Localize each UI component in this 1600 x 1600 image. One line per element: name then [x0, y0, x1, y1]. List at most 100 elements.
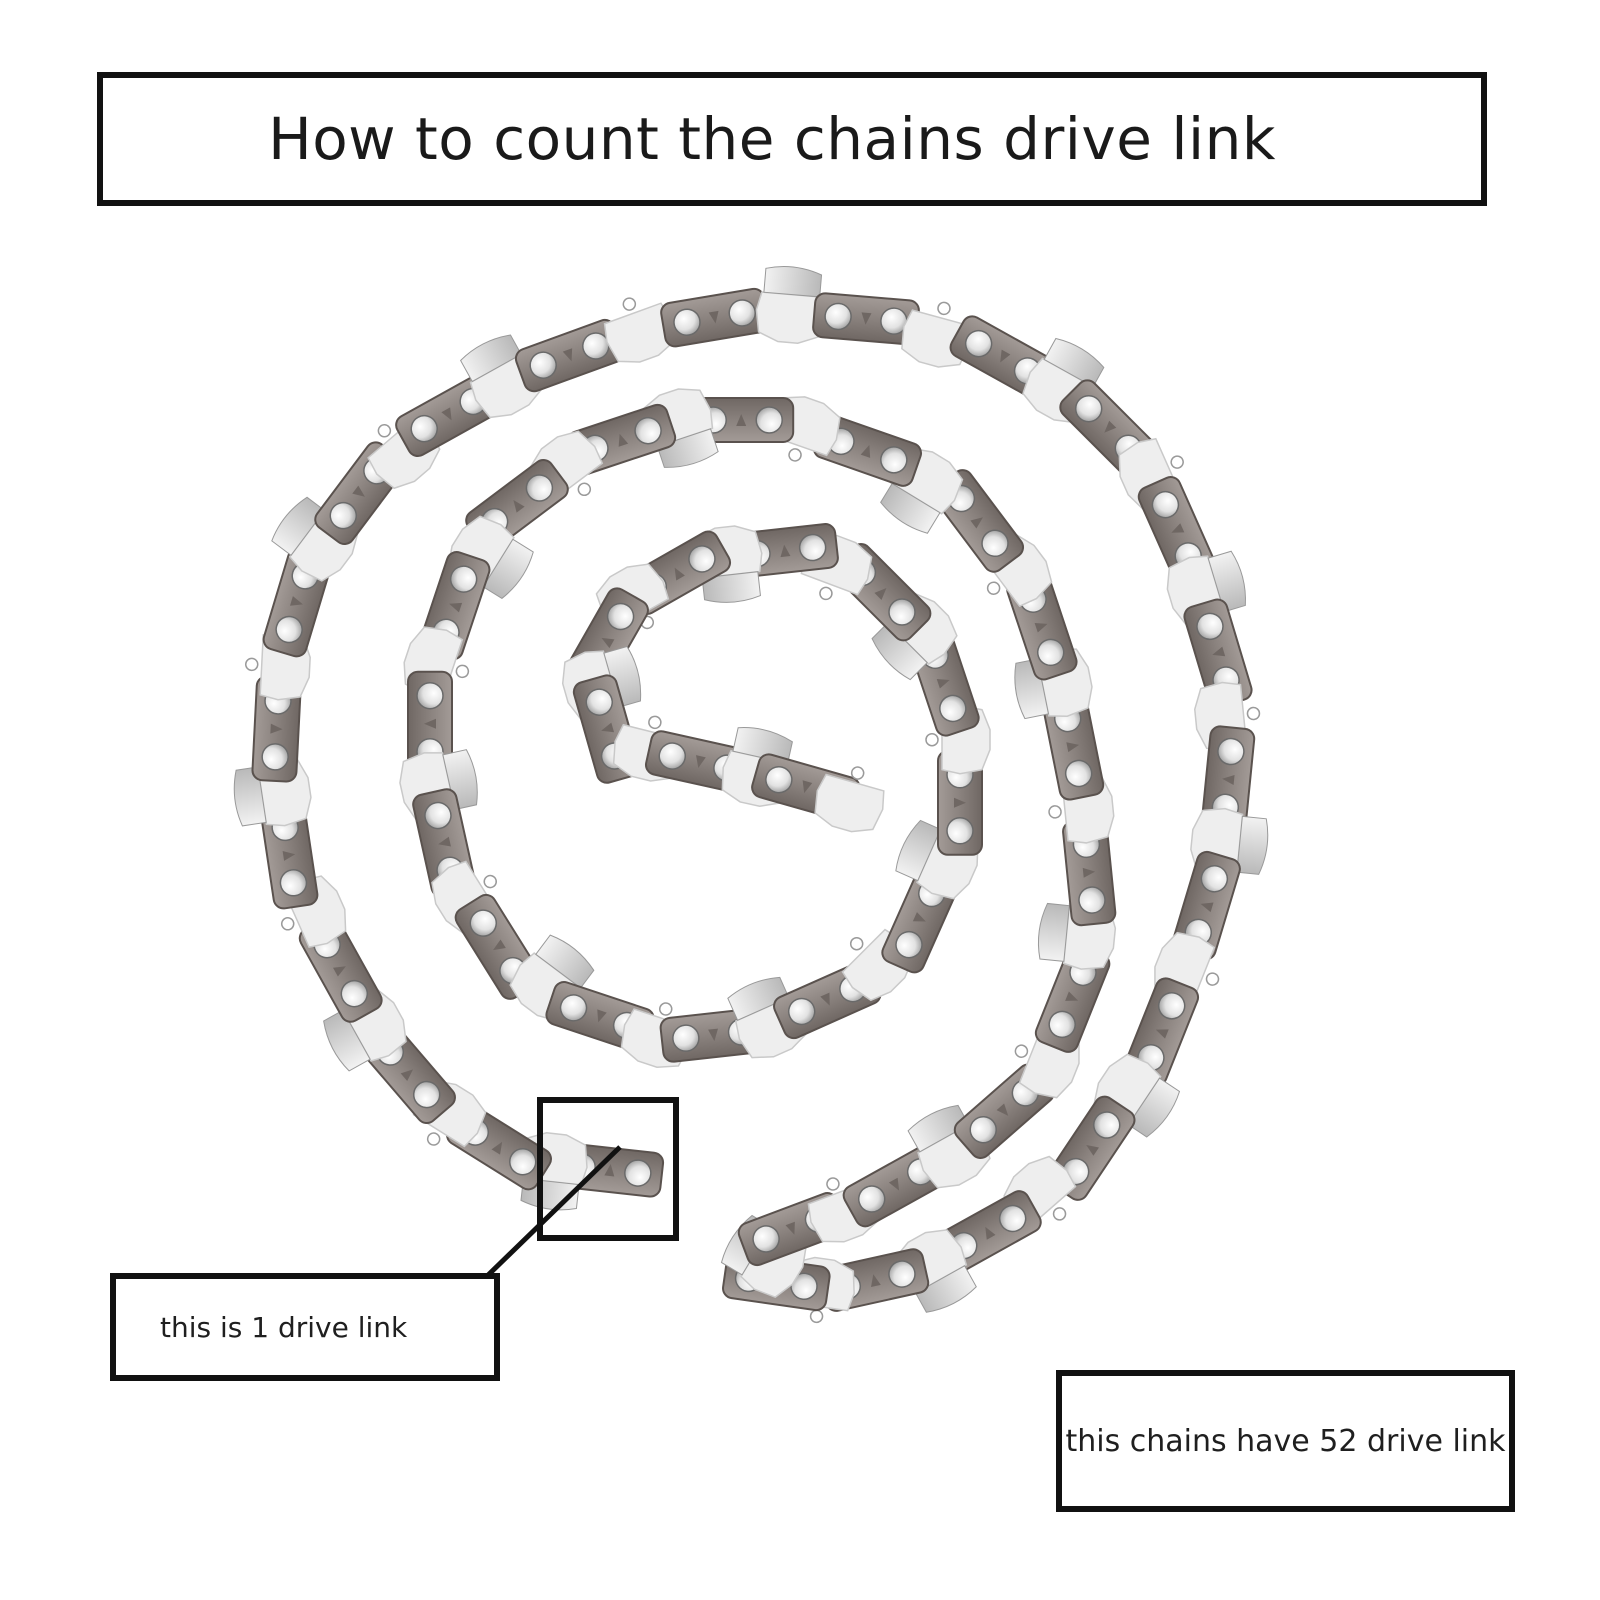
plate-mark — [1212, 646, 1226, 657]
plate-mark — [785, 1221, 795, 1235]
page-title: How to count the chains drive link — [268, 105, 1276, 173]
strap-hole — [622, 297, 637, 311]
strap-hole — [788, 448, 802, 462]
rivet — [672, 1024, 700, 1052]
plate-mark — [1171, 523, 1185, 533]
side-plate-link — [812, 292, 920, 346]
cutter-tooth — [482, 538, 534, 600]
plate-mark — [996, 1103, 1009, 1116]
strap-hole — [483, 874, 497, 889]
cutter-tooth — [732, 727, 793, 764]
strap-hole — [986, 581, 1001, 595]
plate-mark — [736, 414, 747, 426]
rivet — [981, 529, 1009, 558]
side-plate-link — [1062, 818, 1117, 927]
plate-mark — [601, 722, 615, 733]
total-links-label: this chains have 52 drive link — [1065, 1423, 1506, 1459]
plate-mark — [860, 444, 871, 458]
rivet — [1078, 886, 1106, 914]
cutter-tooth — [763, 266, 823, 298]
total-links-callout: this chains have 52 drive link — [1056, 1370, 1515, 1512]
plate-mark — [802, 780, 813, 794]
cutter-tooth — [535, 934, 595, 989]
side-plate-link — [937, 749, 983, 856]
plate-mark — [871, 1274, 881, 1288]
strap-hole — [937, 301, 951, 316]
rivet — [895, 930, 923, 959]
strap-hole — [1048, 805, 1062, 819]
plate-mark — [618, 433, 629, 447]
side-plate-link — [812, 414, 923, 487]
strap-hole — [455, 664, 470, 679]
cutter-tooth — [701, 571, 761, 603]
side-plate-link — [260, 800, 319, 910]
plate-mark — [513, 500, 525, 513]
strap-hole — [648, 715, 662, 730]
rivet — [261, 743, 289, 771]
rivet — [658, 742, 687, 770]
callout-pointer-line — [481, 1145, 622, 1282]
plate-mark — [424, 718, 436, 729]
plate-mark — [438, 836, 451, 847]
strap-hole — [850, 766, 865, 780]
strap-hole — [244, 657, 259, 672]
rivet — [1074, 394, 1103, 423]
rivet — [634, 416, 662, 445]
cutter-tooth — [442, 749, 478, 811]
rivet — [469, 909, 498, 937]
plate-mark — [282, 851, 296, 861]
plate-mark — [1222, 775, 1235, 785]
plate-mark — [491, 1141, 503, 1155]
cutter-tooth — [233, 766, 267, 827]
rivet — [752, 1225, 780, 1253]
plate-mark — [820, 992, 830, 1006]
rivet — [412, 1080, 441, 1109]
rivet — [1151, 490, 1180, 519]
rivet — [1200, 865, 1229, 893]
rivet — [673, 308, 701, 336]
rivet — [525, 474, 554, 502]
plate-mark — [493, 939, 506, 951]
strap-hole — [658, 1002, 673, 1016]
plate-mark — [1104, 420, 1117, 433]
plate-mark — [708, 1028, 719, 1042]
rivet — [624, 1159, 652, 1187]
strap-hole — [377, 423, 392, 438]
plate-mark — [1065, 991, 1079, 1001]
strap-hole — [1052, 1207, 1067, 1221]
rivet — [998, 1204, 1027, 1233]
plate-mark — [970, 517, 983, 529]
drive-link-highlight-box — [537, 1097, 679, 1241]
rivet — [340, 979, 369, 1008]
plate-mark — [874, 587, 887, 600]
strap-hole — [809, 1309, 824, 1324]
rivet — [1064, 759, 1093, 788]
rivet — [416, 681, 444, 710]
plate-mark — [861, 312, 872, 325]
plate-mark — [1155, 1029, 1169, 1039]
side-plate-link — [514, 318, 625, 393]
plate-mark — [708, 310, 719, 324]
plate-mark — [1000, 349, 1011, 363]
rivet — [529, 351, 557, 379]
plate-mark — [674, 567, 685, 581]
rivet — [279, 869, 308, 897]
plate-mark — [601, 637, 615, 649]
rivet — [1048, 1010, 1076, 1039]
plate-mark — [562, 348, 573, 362]
rivet — [888, 598, 916, 626]
plate-mark — [912, 912, 926, 922]
plate-mark — [954, 797, 966, 808]
strap-hole — [826, 1177, 840, 1191]
rivet — [728, 299, 756, 327]
plate-mark — [780, 544, 791, 558]
chain-spiral — [233, 266, 1269, 1324]
rivet — [946, 817, 974, 845]
cutter-tooth — [895, 819, 942, 882]
rivet — [559, 994, 588, 1022]
strap-hole — [1170, 455, 1184, 469]
rivet — [787, 997, 816, 1026]
rivet — [1196, 612, 1224, 641]
cutter-tooth — [656, 428, 719, 468]
